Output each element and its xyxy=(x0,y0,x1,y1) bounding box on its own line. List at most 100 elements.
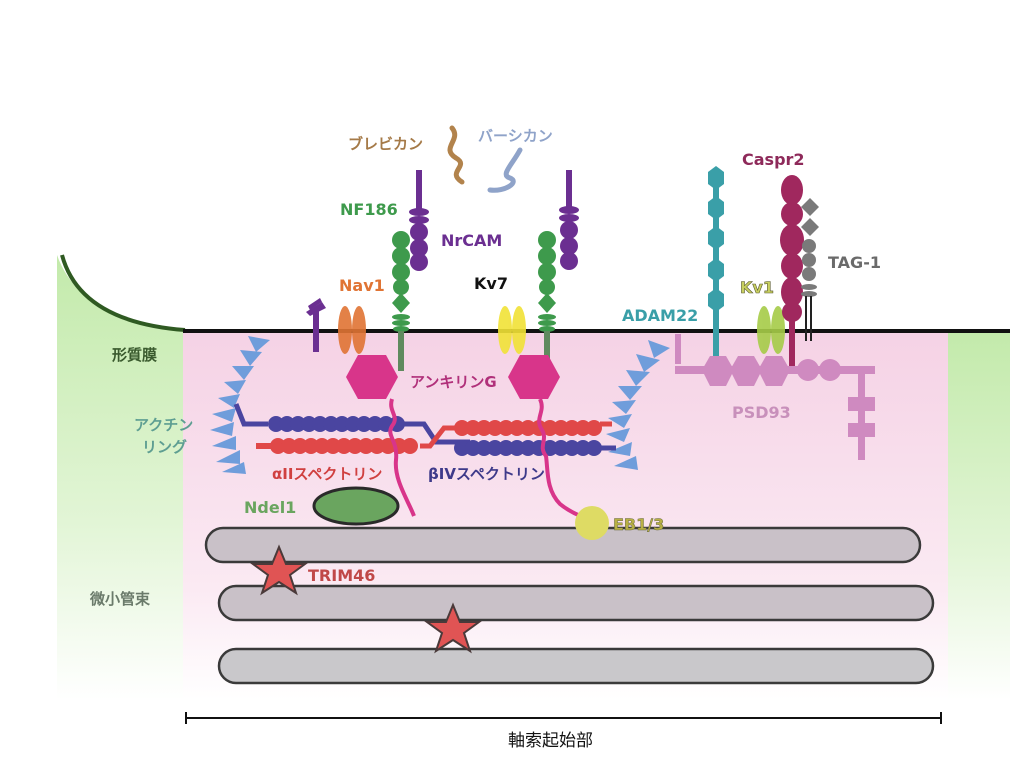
beta-spectrin-bead xyxy=(520,440,536,456)
brevican-label: ブレビカン xyxy=(348,135,423,153)
nrcam-left xyxy=(409,170,429,271)
ais-scale-bar xyxy=(185,712,942,724)
ais-cytoplasm xyxy=(183,332,948,700)
alpha-spectrin-bead xyxy=(292,438,308,454)
alpha-ii-spectrin-left xyxy=(256,425,460,454)
alpha-spectrin-bead xyxy=(476,420,492,436)
beta-spectrin-bead xyxy=(279,416,295,432)
versican-squiggle xyxy=(487,147,523,193)
psd93-label: PSD93 xyxy=(732,403,791,422)
beta-spectrin-bead xyxy=(509,440,525,456)
actin-ring-left xyxy=(210,336,270,474)
microtubule-1 xyxy=(204,526,922,564)
kv7-channel xyxy=(498,306,526,354)
beta-spectrin-bead xyxy=(334,416,350,432)
alpha-spectrin-bead xyxy=(325,438,341,454)
caspr2-label: Caspr2 xyxy=(742,150,805,169)
alpha-spectrin-bead xyxy=(270,438,286,454)
beta-iv-spectrin-right xyxy=(454,440,616,456)
beta-spectrin-bead xyxy=(575,440,591,456)
nf186-label: NF186 xyxy=(340,200,398,219)
beta-spectrin-bead xyxy=(301,416,317,432)
beta-iv-spectrin-left xyxy=(233,403,470,445)
tag1-label: TAG-1 xyxy=(828,253,881,272)
nf186-left xyxy=(392,231,410,371)
alpha-spectrin-bead xyxy=(509,420,525,436)
trim46-label: TRIM46 xyxy=(308,566,375,585)
alpha-spectrin-bead xyxy=(575,420,591,436)
beta-spectrin-bead xyxy=(476,440,492,456)
ais-title-label: 軸索起始部 xyxy=(508,731,593,751)
microtubule-3 xyxy=(217,647,935,685)
nf186-right xyxy=(538,231,556,371)
kv1-channel xyxy=(757,306,785,354)
actin-ring-right xyxy=(606,340,670,470)
beta-spectrin-bead xyxy=(345,416,361,432)
alpha-spectrin-bead xyxy=(358,438,374,454)
ankyrin-g-left xyxy=(346,355,416,517)
ankyrin-g-label: アンキリンG xyxy=(410,373,497,391)
beta-spectrin-label: βIVスペクトリン xyxy=(428,465,545,483)
soma-region-left xyxy=(57,255,185,700)
tag1-protein xyxy=(801,198,819,341)
beta-spectrin-bead xyxy=(312,416,328,432)
beta-spectrin-bead xyxy=(586,440,602,456)
brevican-squiggle xyxy=(447,125,465,185)
beta-spectrin-bead xyxy=(268,416,284,432)
eb13-label: EB1/3 xyxy=(613,515,664,534)
alpha-spectrin-bead xyxy=(553,420,569,436)
kv7-label: Kv7 xyxy=(474,274,508,293)
alpha-spectrin-bead xyxy=(465,420,481,436)
ndel1-blob xyxy=(312,486,400,526)
alpha-spectrin-bead xyxy=(498,420,514,436)
alpha-spectrin-bead xyxy=(564,420,580,436)
axon-region-right xyxy=(948,332,1010,700)
alpha-spectrin-bead xyxy=(520,420,536,436)
alpha-spectrin-bead xyxy=(402,438,418,454)
actin-ring-label-line2: リング xyxy=(142,438,187,456)
beta-spectrin-bead xyxy=(553,440,569,456)
beta-spectrin-bead xyxy=(356,416,372,432)
beta-spectrin-bead xyxy=(367,416,383,432)
alpha-spectrin-bead xyxy=(542,420,558,436)
alpha-spectrin-bead xyxy=(454,420,470,436)
adam22-label: ADAM22 xyxy=(622,306,698,325)
small-purple-protein xyxy=(306,298,326,352)
beta-spectrin-bead xyxy=(498,440,514,456)
beta-spectrin-bead xyxy=(564,440,580,456)
beta-spectrin-bead xyxy=(323,416,339,432)
beta-spectrin-bead xyxy=(290,416,306,432)
adam22-protein xyxy=(708,166,724,360)
trim46-star-2 xyxy=(423,602,483,654)
beta-spectrin-bead xyxy=(487,440,503,456)
alpha-spectrin-bead xyxy=(281,438,297,454)
microtubule-bundle-label: 微小管束 xyxy=(89,590,151,608)
membrane-label: 形質膜 xyxy=(112,346,157,364)
nav1-label: Nav1 xyxy=(339,276,385,295)
beta-spectrin-bead xyxy=(454,440,470,456)
versican-label: バーシカン xyxy=(478,127,553,145)
alpha-spectrin-bead xyxy=(487,420,503,436)
actin-ring-label-line1: アクチン xyxy=(134,416,193,434)
kv1-label: Kv1 xyxy=(740,278,774,297)
alpha-spectrin-label: αIIスペクトリン xyxy=(272,465,382,483)
alpha-spectrin-bead xyxy=(303,438,319,454)
nrcam-right xyxy=(559,170,579,270)
beta-spectrin-bead xyxy=(542,440,558,456)
psd93-protein xyxy=(675,334,875,460)
alpha-spectrin-bead xyxy=(586,420,602,436)
beta-spectrin-bead xyxy=(465,440,481,456)
alpha-spectrin-bead xyxy=(347,438,363,454)
nav1-channel xyxy=(338,306,366,354)
alpha-ii-spectrin-right xyxy=(454,420,612,436)
soma-membrane xyxy=(60,254,186,332)
alpha-spectrin-bead xyxy=(369,438,385,454)
nrcam-label: NrCAM xyxy=(441,231,502,250)
microtubule-2 xyxy=(217,584,935,622)
caspr2-protein xyxy=(780,175,804,366)
ndel1-label: Ndel1 xyxy=(244,498,296,517)
eb13-circle xyxy=(575,506,609,540)
trim46-star-1 xyxy=(249,544,309,596)
ankyrin-g-right xyxy=(508,355,587,520)
